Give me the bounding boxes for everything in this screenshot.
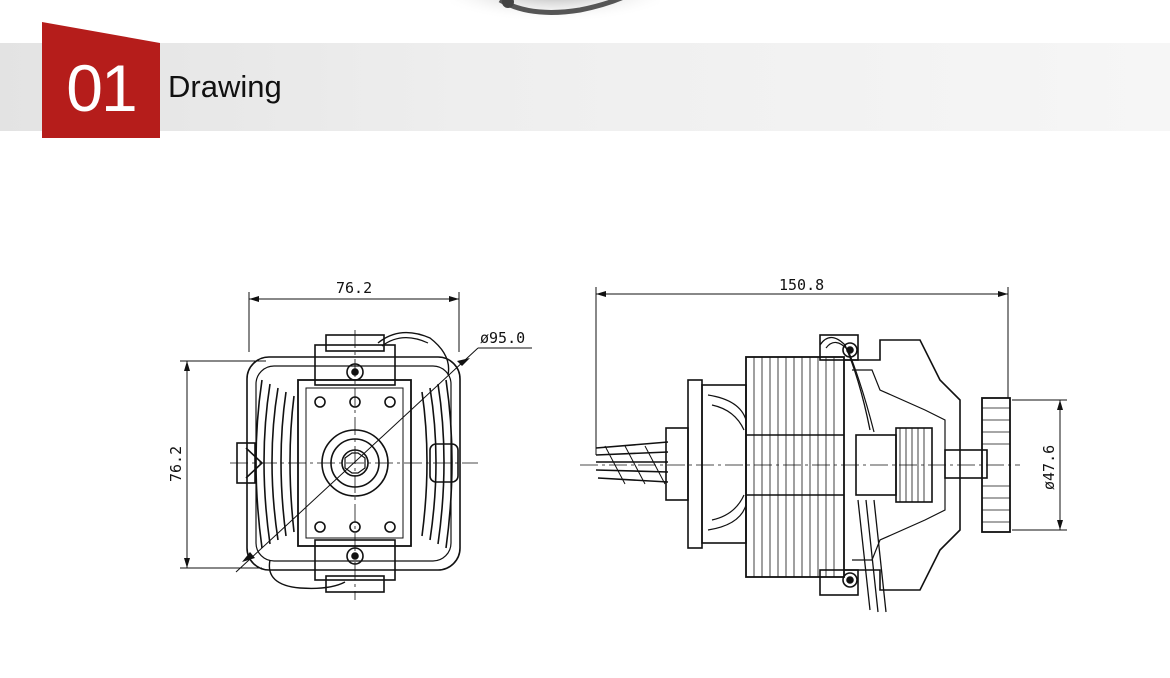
section-title: Drawing: [168, 69, 282, 104]
section-number: 01: [66, 51, 137, 125]
product-image-fragment: [450, 0, 660, 28]
front-width-dimension: 76.2: [336, 279, 372, 297]
front-diameter-dimension: ø95.0: [480, 329, 525, 347]
fan-diameter-dimension: ø47.6: [1040, 445, 1058, 490]
section-header-band: [0, 43, 1170, 131]
side-view: 150.8 ø47.6: [580, 276, 1067, 613]
front-height-dimension: 76.2: [167, 446, 185, 482]
front-view: 76.2 ø95.0 76.2: [167, 279, 532, 600]
side-length-dimension: 150.8: [779, 276, 824, 294]
section-number-badge: 01: [42, 22, 160, 138]
